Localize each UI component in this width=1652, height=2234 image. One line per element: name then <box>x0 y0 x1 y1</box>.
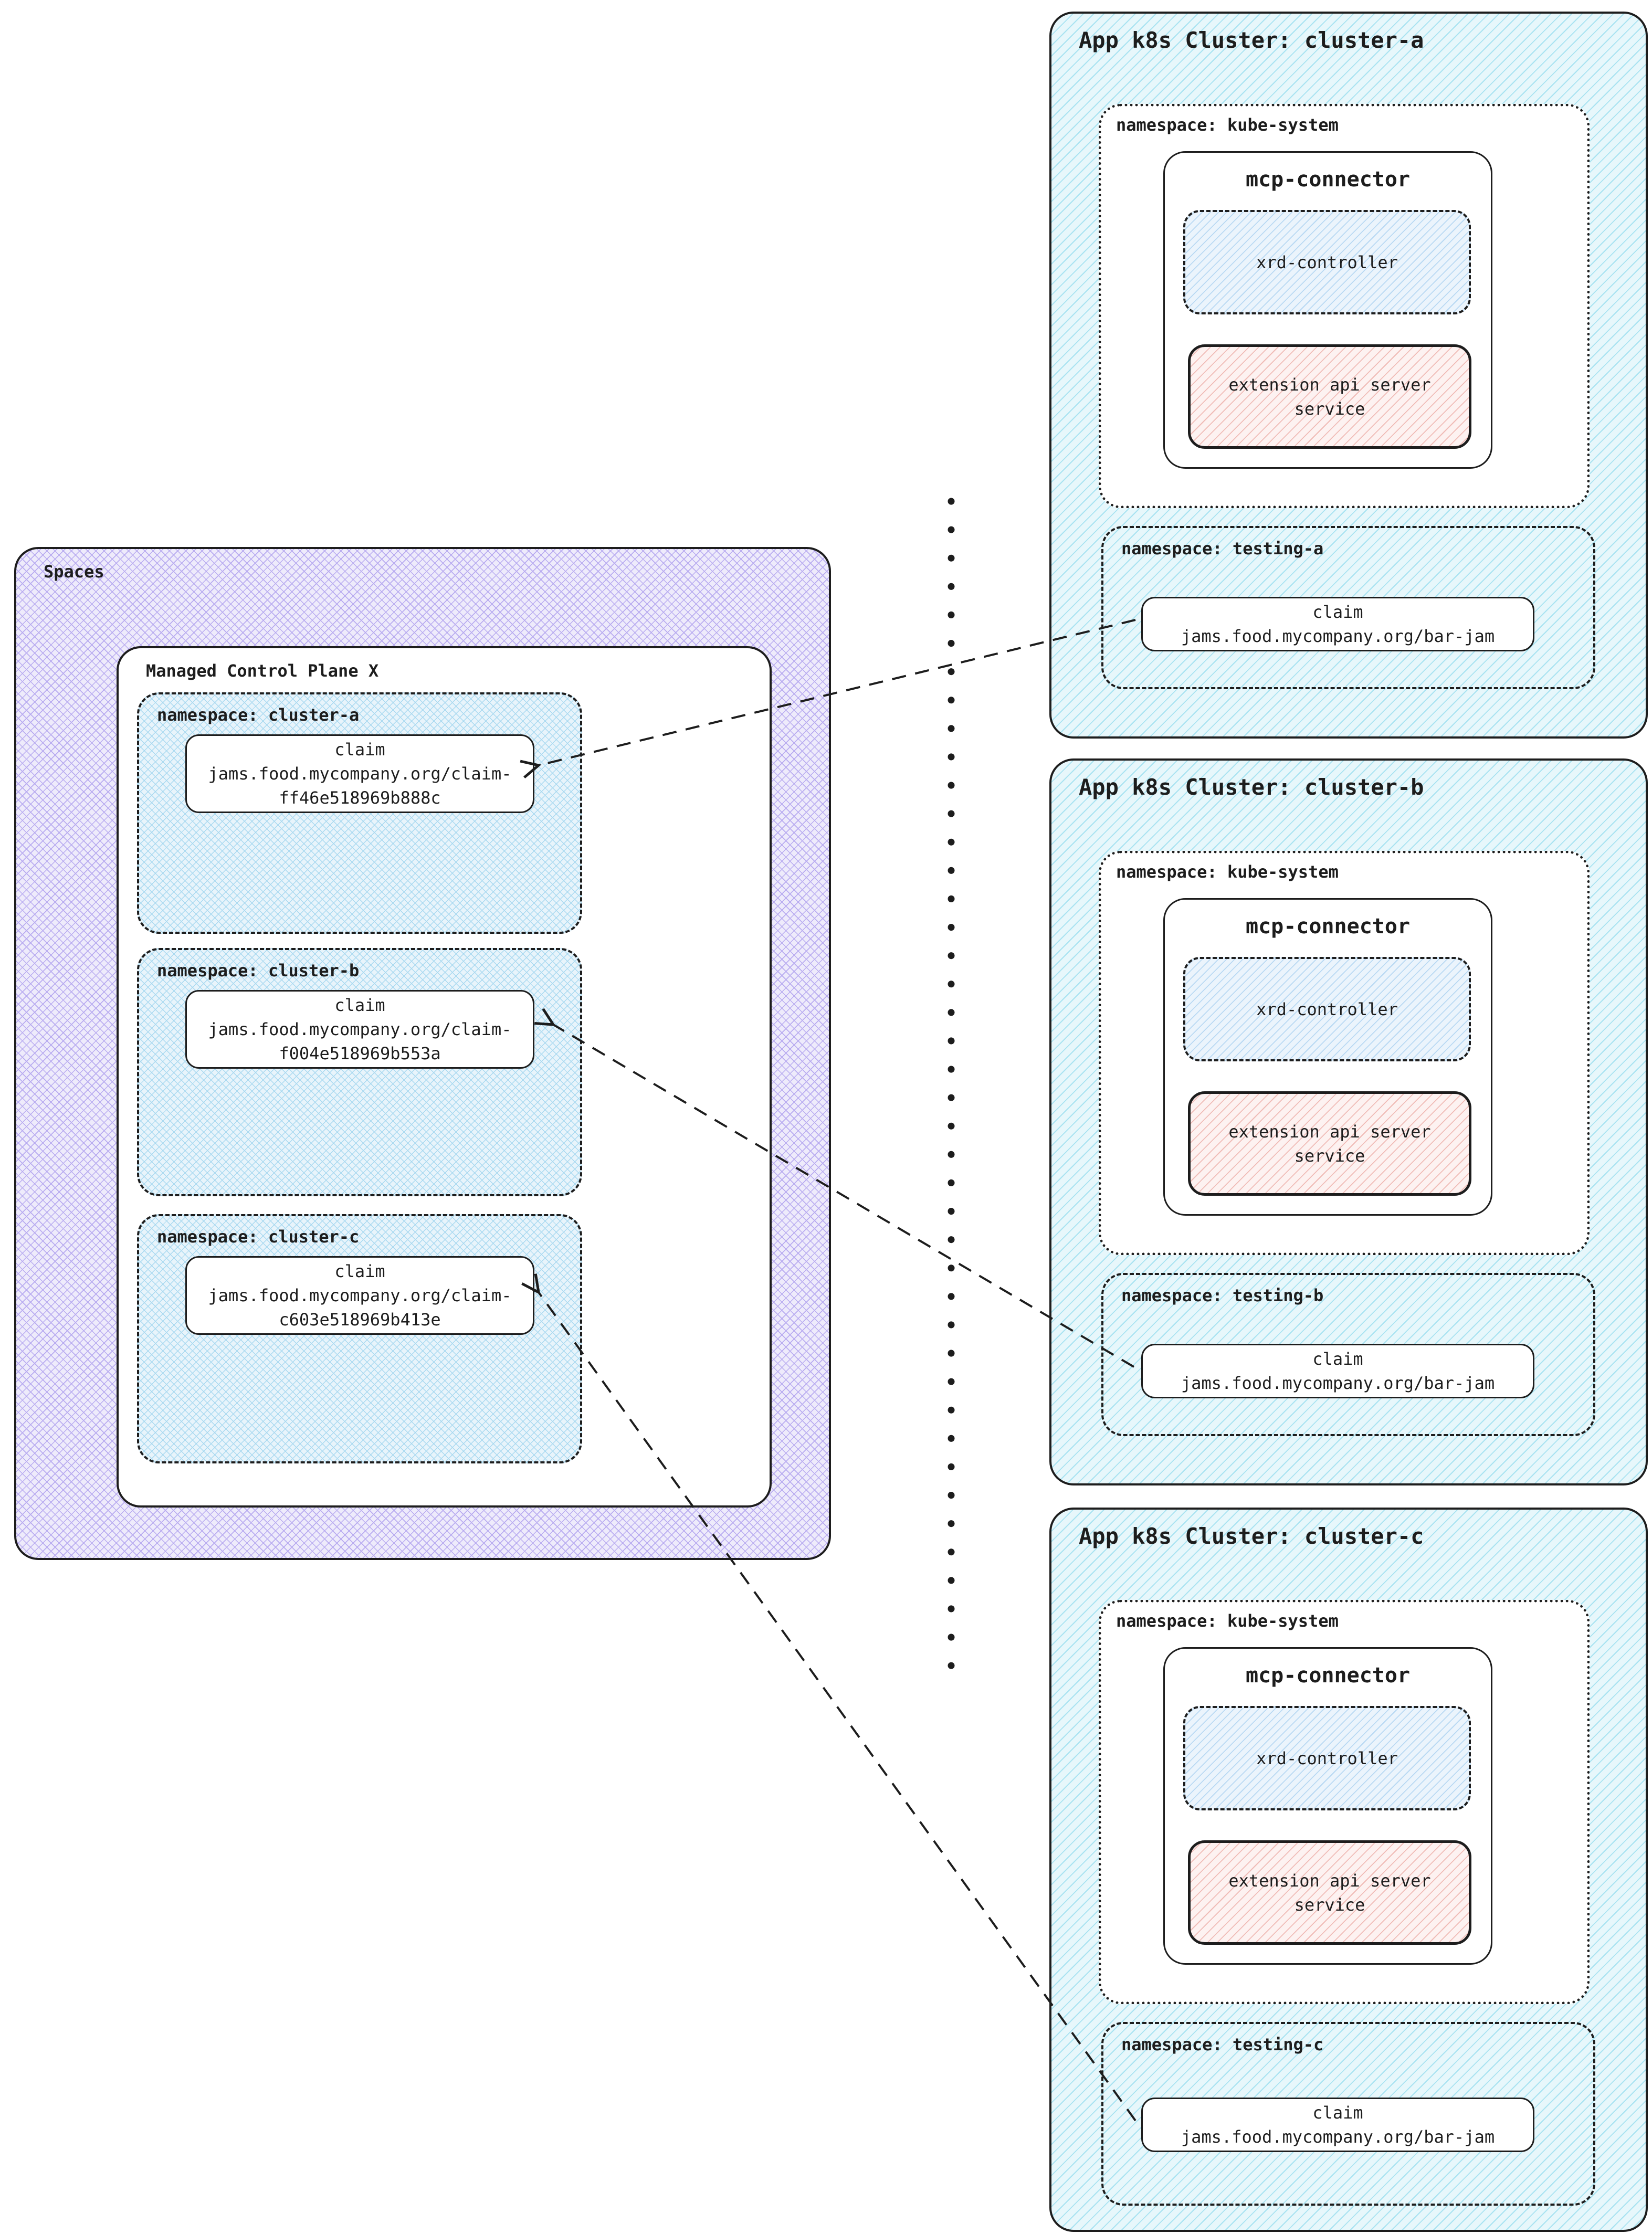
claim-node-cluster-a: claim jams.food.mycompany.org/claim- ff4… <box>185 734 534 813</box>
cluster-b-namespace-kube-system: namespace: kube-system mcp-connector xrd… <box>1099 851 1590 1255</box>
mcp-connector-title: mcp-connector <box>1245 1663 1411 1688</box>
claim-title: claim <box>334 740 385 760</box>
claim-title: claim <box>334 1261 385 1281</box>
claim-resource: jams.food.mycompany.org/claim- <box>208 764 512 784</box>
cluster-a-extension-api-server-service: extension api server service <box>1188 344 1471 449</box>
namespace-cluster-b: namespace: cluster-b claim jams.food.myc… <box>137 948 582 1196</box>
claim-hash: f004e518969b553a <box>279 1044 441 1063</box>
kube-system-label: namespace: kube-system <box>1116 862 1339 882</box>
kube-system-label: namespace: kube-system <box>1116 1611 1339 1631</box>
spaces-label: Spaces <box>44 562 104 582</box>
testing-c-label: namespace: testing-c <box>1121 2035 1324 2054</box>
extension-api-label: extension api server service <box>1228 374 1431 419</box>
app-cluster-b-title: App k8s Cluster: cluster-b <box>1079 774 1424 800</box>
claim-title: claim <box>1312 1349 1363 1369</box>
testing-a-label: namespace: testing-a <box>1121 539 1324 558</box>
claim-node-testing-b: claim jams.food.mycompany.org/bar-jam <box>1141 1344 1534 1398</box>
claim-node-testing-c: claim jams.food.mycompany.org/bar-jam <box>1141 2098 1534 2152</box>
mcp-connector-title: mcp-connector <box>1245 167 1411 192</box>
claim-resource: jams.food.mycompany.org/claim- <box>208 1019 512 1039</box>
cluster-b-extension-api-server-service: extension api server service <box>1188 1091 1471 1196</box>
claim-resource: jams.food.mycompany.org/bar-jam <box>1181 2127 1495 2147</box>
app-cluster-c-card: App k8s Cluster: cluster-c namespace: ku… <box>1049 1508 1648 2232</box>
claim-title: claim <box>1312 2103 1363 2123</box>
cluster-c-namespace-testing: namespace: testing-c claim jams.food.myc… <box>1101 2022 1595 2206</box>
claim-node-testing-a: claim jams.food.mycompany.org/bar-jam <box>1141 597 1534 651</box>
claim-title: claim <box>334 995 385 1015</box>
namespace-cluster-c-label: namespace: cluster-c <box>157 1227 360 1247</box>
claim-node-cluster-b: claim jams.food.mycompany.org/claim- f00… <box>185 990 534 1069</box>
managed-control-plane: Managed Control Plane X namespace: clust… <box>117 646 772 1508</box>
cluster-a-xrd-controller: xrd-controller <box>1183 210 1471 314</box>
extension-api-label: extension api server service <box>1228 1121 1431 1166</box>
app-cluster-a-title: App k8s Cluster: cluster-a <box>1079 27 1424 53</box>
claim-title: claim <box>1312 602 1363 622</box>
cluster-a-namespace-testing: namespace: testing-a claim jams.food.myc… <box>1101 526 1595 689</box>
app-cluster-c-title: App k8s Cluster: cluster-c <box>1079 1523 1424 1549</box>
claim-hash: ff46e518969b888c <box>279 788 441 808</box>
mcp-connector-title: mcp-connector <box>1245 914 1411 939</box>
cluster-a-namespace-kube-system: namespace: kube-system mcp-connector xrd… <box>1099 104 1590 508</box>
cluster-b-namespace-testing: namespace: testing-b claim jams.food.myc… <box>1101 1273 1595 1436</box>
spaces-container: Spaces Managed Control Plane X namespace… <box>14 547 831 1560</box>
managed-control-plane-title: Managed Control Plane X <box>146 661 379 681</box>
extension-api-label: extension api server service <box>1228 1870 1431 1915</box>
testing-b-label: namespace: testing-b <box>1121 1285 1324 1305</box>
cluster-a-mcp-connector: mcp-connector xrd-controller extension a… <box>1163 151 1492 469</box>
namespace-cluster-c: namespace: cluster-c claim jams.food.myc… <box>137 1214 582 1463</box>
app-cluster-a-card: App k8s Cluster: cluster-a namespace: ku… <box>1049 12 1648 739</box>
namespace-cluster-a-label: namespace: cluster-a <box>157 705 360 725</box>
namespace-cluster-b-label: namespace: cluster-b <box>157 961 360 981</box>
namespace-cluster-a: namespace: cluster-a claim jams.food.myc… <box>137 692 582 934</box>
claim-resource: jams.food.mycompany.org/bar-jam <box>1181 626 1495 646</box>
cluster-b-mcp-connector: mcp-connector xrd-controller extension a… <box>1163 898 1492 1216</box>
claim-resource: jams.food.mycompany.org/claim- <box>208 1285 512 1305</box>
claim-node-cluster-c: claim jams.food.mycompany.org/claim- c60… <box>185 1256 534 1335</box>
cluster-c-namespace-kube-system: namespace: kube-system mcp-connector xrd… <box>1099 1600 1590 2004</box>
cluster-b-xrd-controller: xrd-controller <box>1183 957 1471 1061</box>
cluster-c-mcp-connector: mcp-connector xrd-controller extension a… <box>1163 1647 1492 1965</box>
kube-system-label: namespace: kube-system <box>1116 115 1339 135</box>
claim-resource: jams.food.mycompany.org/bar-jam <box>1181 1373 1495 1393</box>
cluster-c-extension-api-server-service: extension api server service <box>1188 1840 1471 1945</box>
claim-hash: c603e518969b413e <box>279 1310 441 1330</box>
app-cluster-b-card: App k8s Cluster: cluster-b namespace: ku… <box>1049 758 1648 1485</box>
cluster-c-xrd-controller: xrd-controller <box>1183 1706 1471 1810</box>
